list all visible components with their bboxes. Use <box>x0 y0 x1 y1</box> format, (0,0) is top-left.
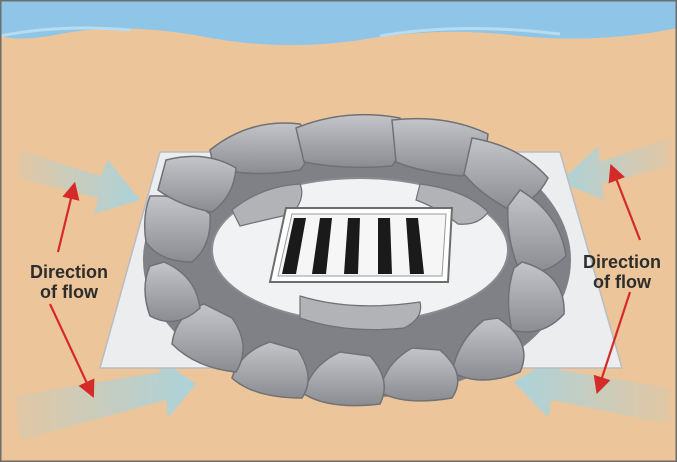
label-line-1: Direction <box>572 252 672 272</box>
label-line-1: Direction <box>14 262 124 282</box>
storm-drain-grate-icon <box>270 208 452 282</box>
direction-of-flow-label-right: Direction of flow <box>572 252 672 292</box>
direction-of-flow-label-left: Direction of flow <box>14 262 124 302</box>
label-line-2: of flow <box>572 272 672 292</box>
label-line-2: of flow <box>14 282 124 302</box>
